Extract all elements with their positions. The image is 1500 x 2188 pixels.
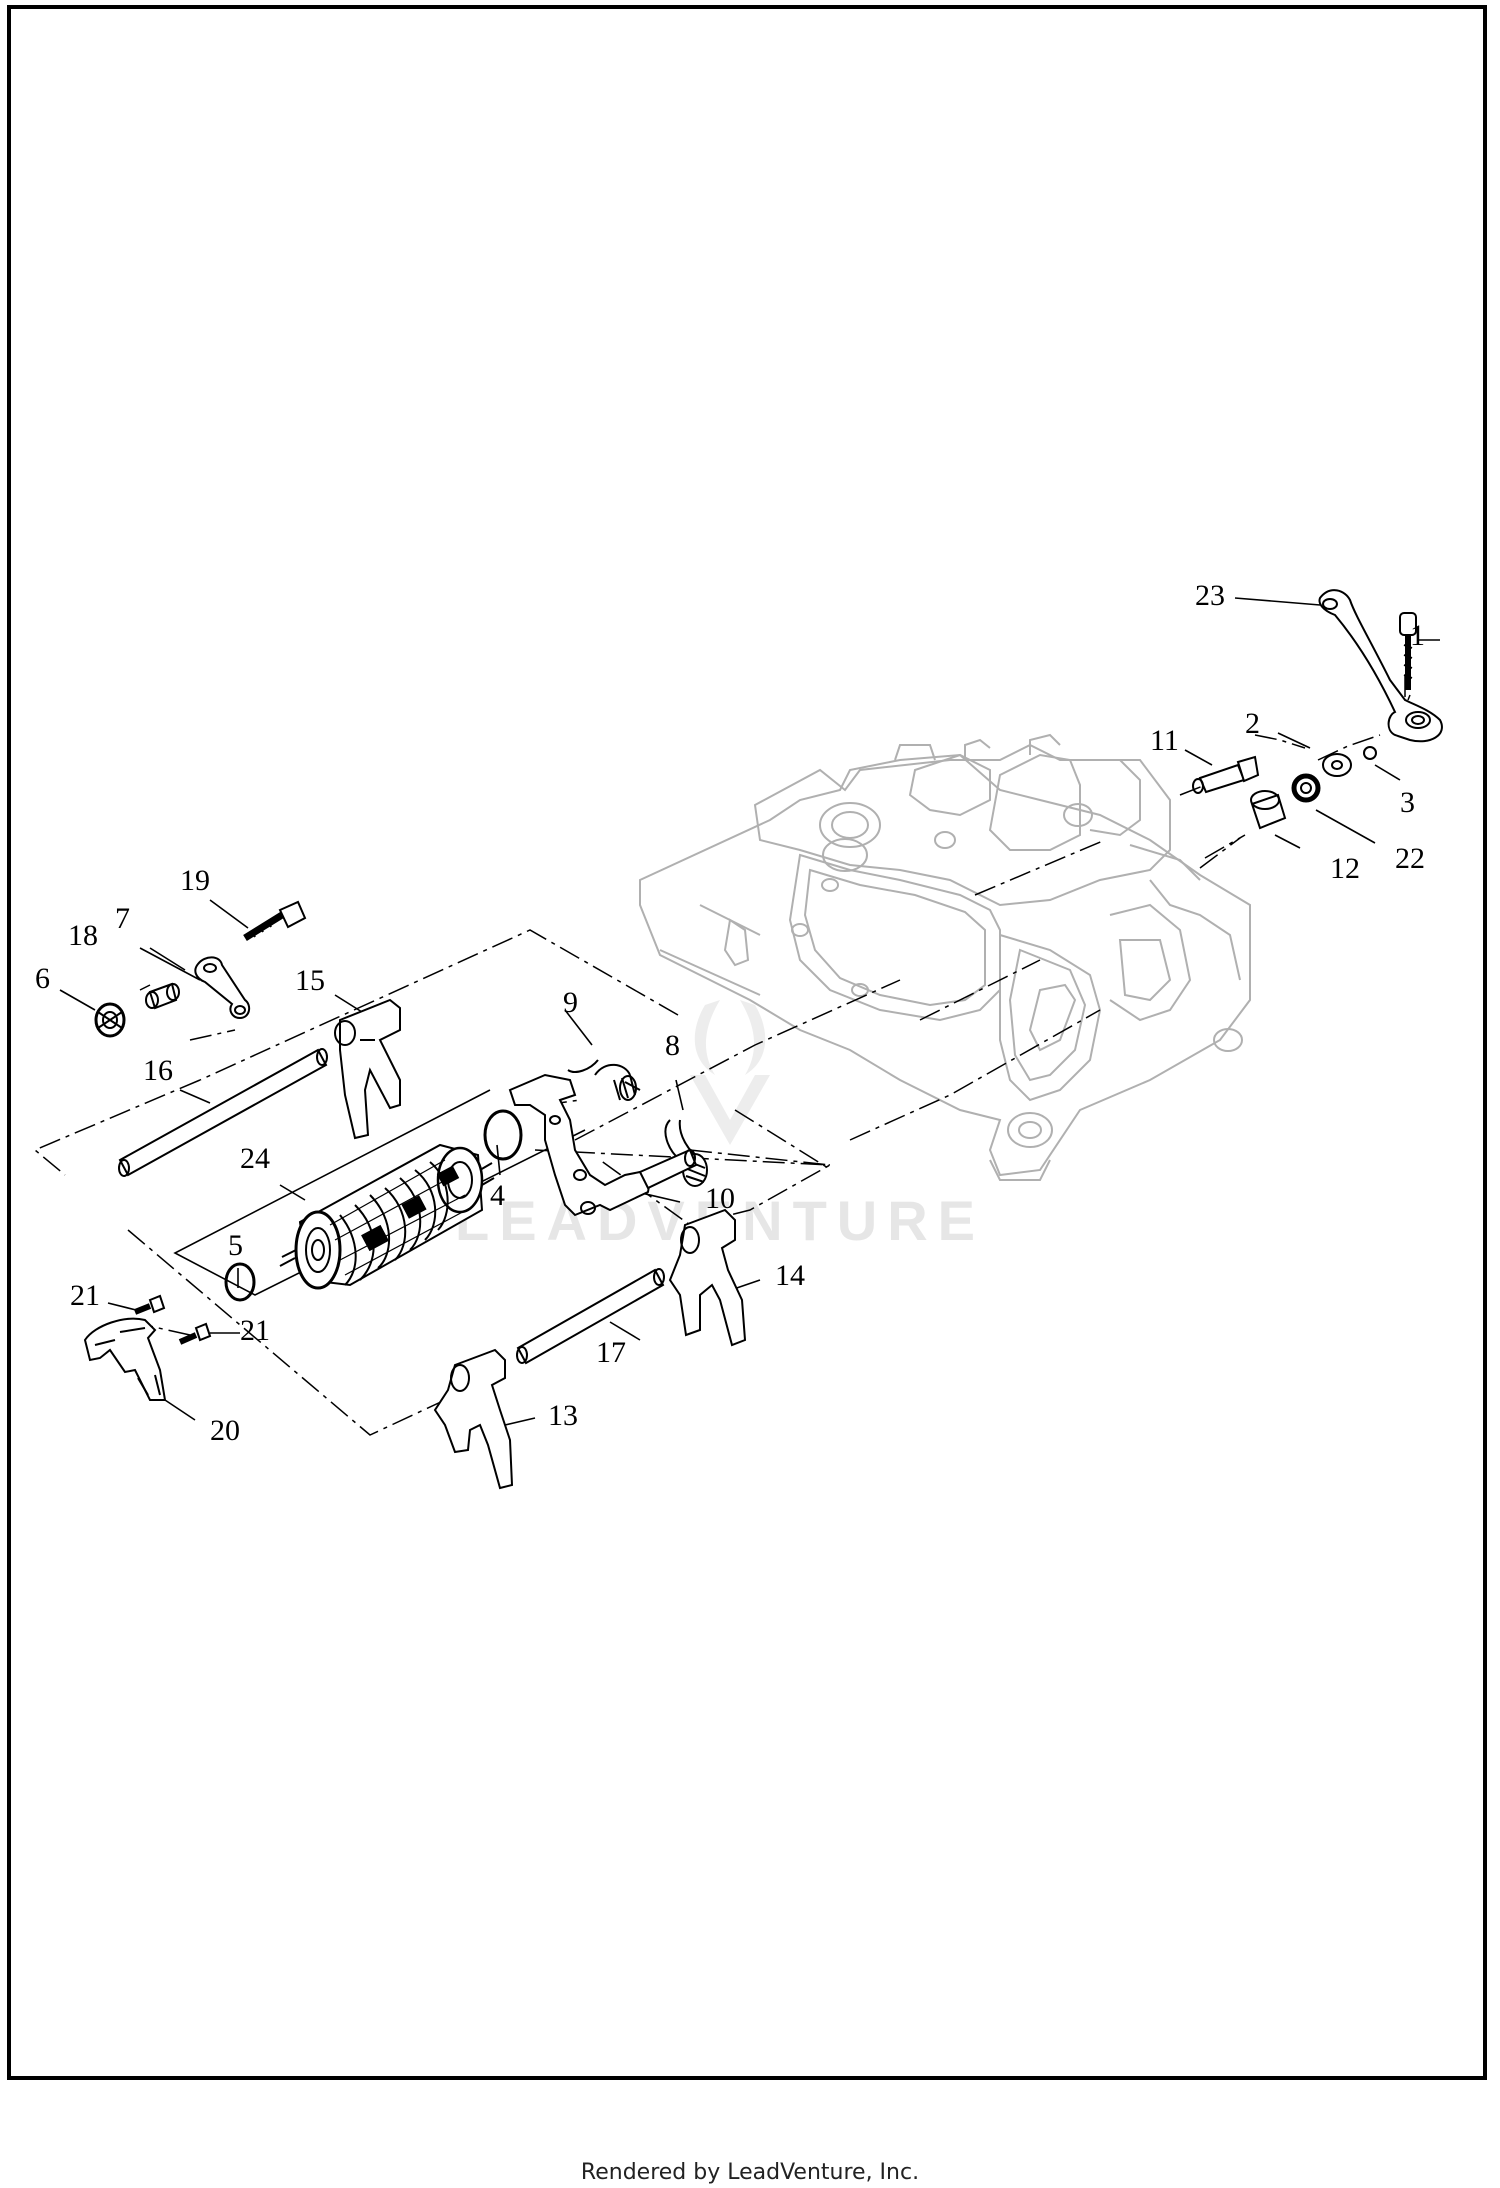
callout-23: 23 <box>1195 579 1225 612</box>
callout-13: 13 <box>548 1399 578 1432</box>
callout-4: 4 <box>490 1179 505 1212</box>
part-1-bolt <box>1399 612 1417 690</box>
part-3-ring <box>1363 746 1377 760</box>
callout-11: 11 <box>1150 724 1179 757</box>
callout-14: 14 <box>775 1259 805 1292</box>
parts <box>83 589 1443 1490</box>
callout-10: 10 <box>705 1182 735 1215</box>
callout-2: 2 <box>1245 707 1260 740</box>
callout-22: 22 <box>1395 842 1425 875</box>
callout-labels: 1 2 3 4 5 6 7 8 9 10 11 12 13 14 15 16 1… <box>35 579 1425 1447</box>
part-20-bracket <box>83 1317 167 1401</box>
callout-5: 5 <box>228 1229 243 1262</box>
part-2-washer <box>1322 753 1352 777</box>
part-21-screw-lower <box>178 1322 212 1345</box>
part-9-spring <box>567 1059 641 1101</box>
part-18-pivot-stud <box>145 982 180 1010</box>
diagram-frame <box>7 5 1487 2080</box>
part-13-shift-fork <box>433 1348 514 1490</box>
callout-8: 8 <box>665 1029 680 1062</box>
part-14-shift-fork <box>668 1208 747 1347</box>
part-10-shift-shaft <box>508 1073 698 1217</box>
part-24-shift-drum <box>279 1143 495 1290</box>
part-16-shift-rail <box>118 1048 328 1177</box>
callout-21-upper: 21 <box>70 1279 100 1312</box>
part-15-shift-fork <box>334 998 401 1140</box>
part-19-bolt <box>243 900 307 941</box>
part-11-bolt <box>1192 755 1260 794</box>
part-17-shift-rail <box>516 1268 665 1365</box>
callout-7: 7 <box>115 902 130 935</box>
callout-19: 19 <box>180 864 210 897</box>
transmission-housing <box>639 733 1251 1181</box>
callout-18: 18 <box>68 919 98 952</box>
part-7-detent-arm <box>194 956 251 1020</box>
part-23-shift-lever <box>1318 589 1443 743</box>
callout-3: 3 <box>1400 786 1415 819</box>
callout-12: 12 <box>1330 852 1360 885</box>
callout-6: 6 <box>35 962 50 995</box>
callout-21-lower: 21 <box>240 1314 270 1347</box>
part-12-bushing <box>1250 790 1287 830</box>
part-5-ring <box>224 1262 256 1302</box>
callout-24: 24 <box>240 1142 270 1175</box>
part-4-o-ring <box>483 1109 523 1161</box>
callout-1: 1 <box>1410 619 1425 652</box>
footer-credit: Rendered by LeadVenture, Inc. <box>580 2160 920 2185</box>
callout-9: 9 <box>563 986 578 1019</box>
part-6-bearing <box>94 1002 126 1038</box>
callout-15: 15 <box>295 964 325 997</box>
assembly-guide-lines <box>33 675 1411 1436</box>
callout-16: 16 <box>143 1054 173 1087</box>
callout-17: 17 <box>596 1336 626 1369</box>
callout-20: 20 <box>210 1414 240 1447</box>
part-22-seal <box>1291 773 1321 803</box>
part-21-screw-upper <box>133 1294 166 1315</box>
